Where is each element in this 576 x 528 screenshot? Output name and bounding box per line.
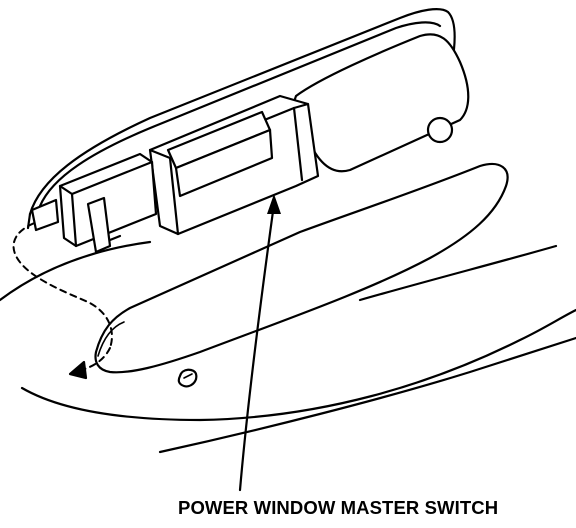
clip-tab bbox=[30, 198, 60, 232]
lock-knob-icon bbox=[426, 116, 454, 144]
switch-cover-lid bbox=[293, 33, 470, 173]
switch-caption: POWER WINDOW MASTER SWITCH bbox=[178, 497, 499, 518]
switch-housing bbox=[148, 94, 320, 236]
connector-tab bbox=[86, 196, 112, 254]
removal-arrow bbox=[12, 219, 113, 380]
connector-block bbox=[30, 152, 158, 254]
leader-arrowhead bbox=[267, 194, 281, 214]
caption-leader bbox=[238, 194, 281, 492]
armrest-grip bbox=[94, 162, 509, 374]
screw-icon bbox=[177, 368, 198, 388]
arrow-head bbox=[68, 360, 88, 380]
switch-bezel bbox=[26, 8, 456, 230]
door-panel-contours bbox=[0, 240, 576, 454]
